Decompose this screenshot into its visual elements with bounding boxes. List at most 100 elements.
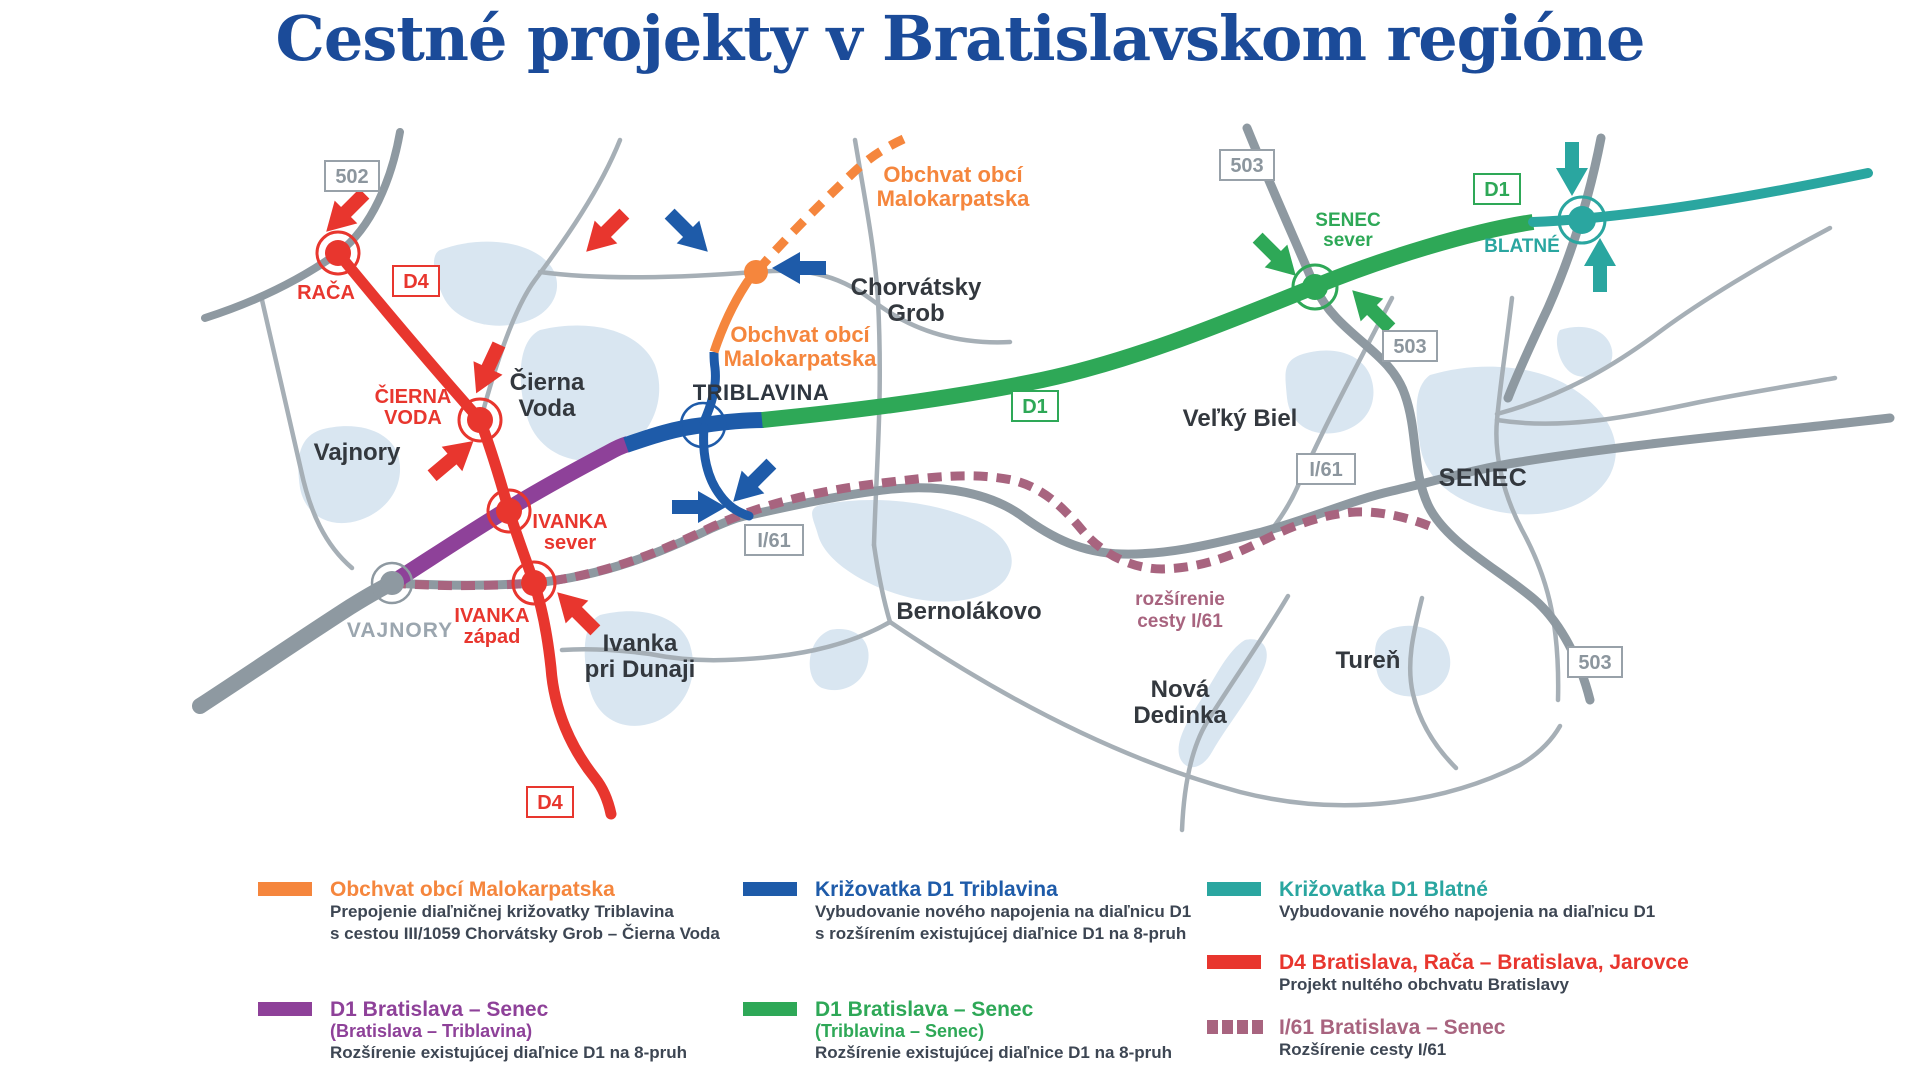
node-malokarpatska [744,260,768,284]
node-blatne [1568,206,1596,234]
svg-text:503: 503 [1393,336,1426,358]
junction-nodes [315,195,1607,606]
arrow-blatne-s [1584,238,1616,292]
arrow-blatne-n [1556,142,1588,196]
project-i61-dashed [391,471,1434,591]
legend-desc-obchvat-2: s cestou III/1059 Chorvátsky Grob – Čier… [330,924,720,943]
town-labels: Čierna Voda Vajnory Chorvátsky Grob Ivan… [314,274,1528,729]
legend-swatch-d1-green [743,1002,797,1016]
legend-desc-triblavina-2: s rozšírením existujúcej diaľnice D1 na … [815,924,1187,943]
legend-title-triblavina: Križovatka D1 Triblavina [815,878,1058,901]
town-ivanka-1: Ivanka [603,630,678,657]
label-senec-sever-1: SENEC [1315,210,1381,231]
label-rozsirenie-2: cesty I/61 [1137,611,1223,632]
label-obchvat-sw-2: Malokarpatska [724,346,878,371]
arrow-malokarpatska-node [772,252,826,284]
node-senec-sever-ring [1291,263,1339,311]
legend-subtitle-d1-purple: (Bratislava – Triblavina) [330,1021,533,1041]
label-vajnory-junction: VAJNORY [347,619,453,642]
svg-text:D4: D4 [537,792,563,814]
town-cierna-voda-1: Čierna [510,368,585,396]
shield-i61-east: I/61 [1296,453,1356,485]
legend-desc-triblavina-1: Vybudovanie nového napojenia na diaľnicu… [815,902,1192,921]
node-blatne-ring [1557,195,1607,245]
legend-swatch-obchvat [258,882,312,896]
label-cierna-voda-1: ČIERNA [375,384,452,408]
node-ivanka-sever-ring [486,488,532,534]
node-ivanka-sever [496,498,522,524]
legend-swatch-i61-dashes [1207,1020,1267,1034]
svg-text:D4: D4 [403,271,429,293]
node-cierna-voda-ring [457,397,503,443]
label-senec-sever-2: sever [1323,230,1373,251]
legend-desc-blatne: Vybudovanie nového napojenia na diaľnicu… [1279,902,1656,921]
svg-text:503: 503 [1578,652,1611,674]
legend-item-triblavina: Križovatka D1 Triblavina Vybudovanie nov… [743,878,1191,945]
project-d1-purple [387,436,631,590]
road-blatne-diagonal [1503,133,1606,403]
svg-text:I/61: I/61 [757,530,790,552]
legend-title-i61: I/61 Bratislava – Senec [1279,1016,1506,1039]
legend-desc-i61: Rozšírenie cesty I/61 [1279,1040,1447,1059]
town-turen: Tureň [1336,647,1401,674]
label-ivanka-zapad-1: IVANKA [454,605,529,627]
project-labels: Obchvat obcí Malokarpatska Obchvat obcí … [724,162,1225,632]
project-triblavina-blue [623,351,765,521]
legend-title-d1-green: D1 Bratislava – Senec [815,998,1034,1021]
town-cierna-voda-2: Voda [519,395,577,422]
svg-text:D1: D1 [1484,179,1510,201]
road-shields: 502 D4 D4 D1 D1 503 503 503 [324,149,1623,818]
road-503 [1242,123,1595,705]
arrow-cierna-voda-sw [421,428,484,488]
label-ivanka-zapad-2: západ [464,626,521,648]
label-triblavina: TRIBLAVINA [693,380,830,405]
label-obchvat-sw-1: Obchvat obcí [730,322,870,347]
label-rozsirenie-1: rozšírenie [1135,589,1225,610]
legend-title-obchvat: Obchvat obcí Malokarpatska [330,878,615,901]
legend-desc-d1-green: Rozšírenie existujúcej diaľnice D1 na 8-… [815,1043,1173,1062]
town-nova-dedinka-2: Dedinka [1133,702,1227,729]
legend-item-i61: I/61 Bratislava – Senec Rozšírenie cesty… [1207,1016,1505,1061]
legend-title-d1-purple: D1 Bratislava – Senec [330,998,549,1021]
shield-d4-south: D4 [526,786,574,818]
legend-subtitle-d1-green: (Triblavina – Senec) [815,1021,985,1041]
node-raca-ring [315,230,361,276]
svg-text:I/61: I/61 [1309,459,1342,481]
water-areas [298,241,1616,768]
label-obchvat-ne-2: Malokarpatska [877,186,1031,211]
legend-title-d4: D4 Bratislava, Rača – Bratislava, Jarovc… [1279,951,1689,974]
label-obchvat-ne-1: Obchvat obcí [883,162,1023,187]
town-nova-dedinka-1: Nová [1151,676,1210,703]
legend-desc-d4: Projekt nultého obchvatu Bratislavy [1279,975,1570,994]
arrow-triblavina-nw [658,202,720,264]
legend-swatch-d4 [1207,955,1261,969]
shield-i61-west: I/61 [744,524,804,556]
road-vajnory-thick [192,575,400,714]
page-title: Cestné projekty v Bratislavskom regióne [275,2,1646,75]
svg-text:502: 502 [335,166,368,188]
legend-desc-d1-purple: Rozšírenie existujúcej diaľnice D1 na 8-… [330,1043,688,1062]
project-d1-green [761,214,1535,428]
town-senec: SENEC [1439,464,1528,492]
shield-503-mid: 503 [1382,330,1438,362]
legend-swatch-blatne [1207,882,1261,896]
label-raca: RAČA [297,280,355,304]
town-bernolakovo: Bernolákovo [896,598,1041,625]
legend-swatch-d1-purple [258,1002,312,1016]
town-velky-biel: Veľký Biel [1183,405,1298,432]
label-ivanka-sever-1: IVANKA [532,511,607,533]
shield-d1-mid: D1 [1011,390,1059,422]
node-raca [325,240,351,266]
legend-item-d1-purple: D1 Bratislava – Senec (Bratislava – Trib… [258,998,687,1064]
shield-502: 502 [324,160,380,192]
legend-item-blatne: Križovatka D1 Blatné Vybudovanie nového … [1207,878,1655,923]
node-cierna-voda [467,407,493,433]
town-ivanka-2: pri Dunaji [585,656,696,683]
legend-item-d1-green: D1 Bratislava – Senec (Triblavina – Sene… [743,998,1172,1064]
legend-item-d4: D4 Bratislava, Rača – Bratislava, Jarovc… [1207,951,1689,996]
shield-503-south: 503 [1567,646,1623,678]
node-senec-sever [1302,274,1328,300]
node-triblavina-ring [679,401,727,449]
junction-labels: RAČA ČIERNA VODA IVANKA sever IVANKA záp… [297,210,1560,648]
